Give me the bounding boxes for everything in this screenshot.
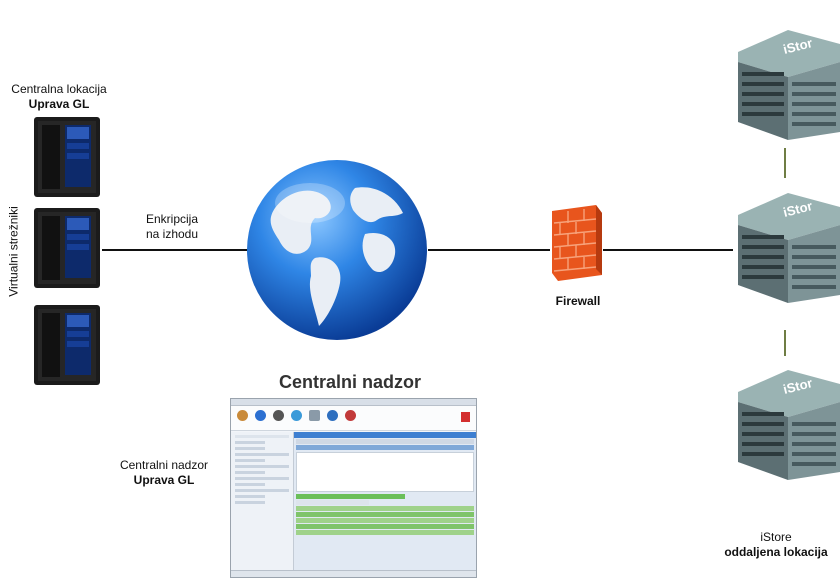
monitoring-app-screenshot [230, 398, 477, 578]
server-brand-text: iStor [782, 35, 814, 57]
central-monitoring-title: Centralni nadzor [278, 372, 421, 392]
connection-line-right [603, 249, 733, 251]
firewall-icon [552, 205, 602, 281]
central-location-line2: Uprava GL [28, 97, 90, 111]
remote-location-label: iStore oddaljena lokacija [712, 530, 840, 560]
rack-server-icon: iStor [738, 193, 840, 303]
support-icon [345, 410, 356, 421]
home-icon [237, 410, 248, 421]
central-location-label: Centralna lokacija Uprava GL [8, 82, 110, 112]
virtual-servers-label: Virtualni strežniki [6, 206, 21, 297]
encryption-line2: na izhodu [145, 227, 199, 241]
tower-server-icon [34, 208, 100, 288]
central-monitoring-side-line2: Uprava GL [133, 473, 195, 487]
app-detail-panel [296, 452, 474, 492]
rack-server-icon: iStor [738, 30, 840, 140]
app-header-bar [294, 432, 476, 438]
central-location-line1: Centralna lokacija [11, 82, 107, 96]
connection-line-left [102, 249, 250, 251]
globe-icon [247, 160, 427, 340]
server-brand-text: iStor [782, 198, 814, 220]
app-status-bar [231, 570, 476, 577]
remote-location-line1: iStore [760, 530, 792, 544]
central-monitoring-side-line1: Centralni nadzor [119, 458, 209, 472]
settings-icon [327, 410, 338, 421]
server-brand-text: iStor [782, 375, 814, 397]
info-icon [255, 410, 266, 421]
app-toolbar [231, 406, 476, 431]
central-monitoring-side-label: Centralni nadzor Uprava GL [108, 458, 220, 488]
rack-server-icon: iStor [738, 370, 840, 480]
shield-logo-icon [461, 412, 470, 422]
firewall-label: Firewall [555, 294, 601, 308]
connection-line-middle [428, 249, 550, 251]
rack-connector-line [784, 330, 786, 356]
tools-icon [273, 410, 284, 421]
list-icon [309, 410, 320, 421]
tower-server-icon [34, 117, 100, 197]
heart-icon [291, 410, 302, 421]
encryption-line1: Enkripcija [145, 212, 199, 226]
encryption-label: Enkripcija na izhodu [122, 212, 222, 242]
app-left-panel [231, 432, 294, 571]
app-titlebar [231, 399, 476, 406]
tower-server-icon [34, 305, 100, 385]
rack-connector-line [784, 148, 786, 178]
remote-location-line2: oddaljena lokacija [724, 545, 828, 559]
app-right-panel [294, 432, 476, 571]
